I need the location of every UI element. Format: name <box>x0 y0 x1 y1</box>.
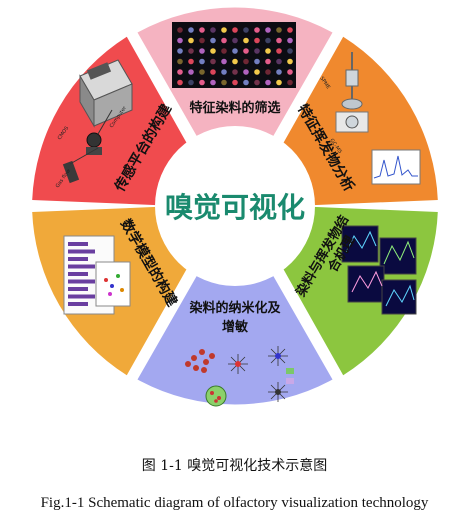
segment-bottom <box>137 270 333 405</box>
caption-english: Fig.1-1 Schematic diagram of olfactory v… <box>40 495 429 511</box>
olfactory-visualization-diagram: 嗅觉可视化 特征染料的筛选 Computer CMOS Gas flow 传感平… <box>32 7 438 407</box>
segment-bottom-label-line2: 增敏 <box>222 319 249 335</box>
math-model-image <box>63 235 131 315</box>
binding-mechanism-image <box>341 225 417 315</box>
center-title: 嗅觉可视化 <box>165 191 305 224</box>
dye-array-image <box>172 22 296 88</box>
volatile-analysis-image: SPME GC-MS <box>318 52 421 185</box>
nano-dye-image <box>185 346 294 407</box>
center-circle <box>155 126 315 286</box>
segment-top-label: 特征染料的筛选 <box>189 100 280 116</box>
caption-chinese: 图 1-1 嗅觉可视化技术示意图 <box>141 458 328 474</box>
segment-bottom-label-line1: 染料的纳米化及 <box>188 300 281 316</box>
